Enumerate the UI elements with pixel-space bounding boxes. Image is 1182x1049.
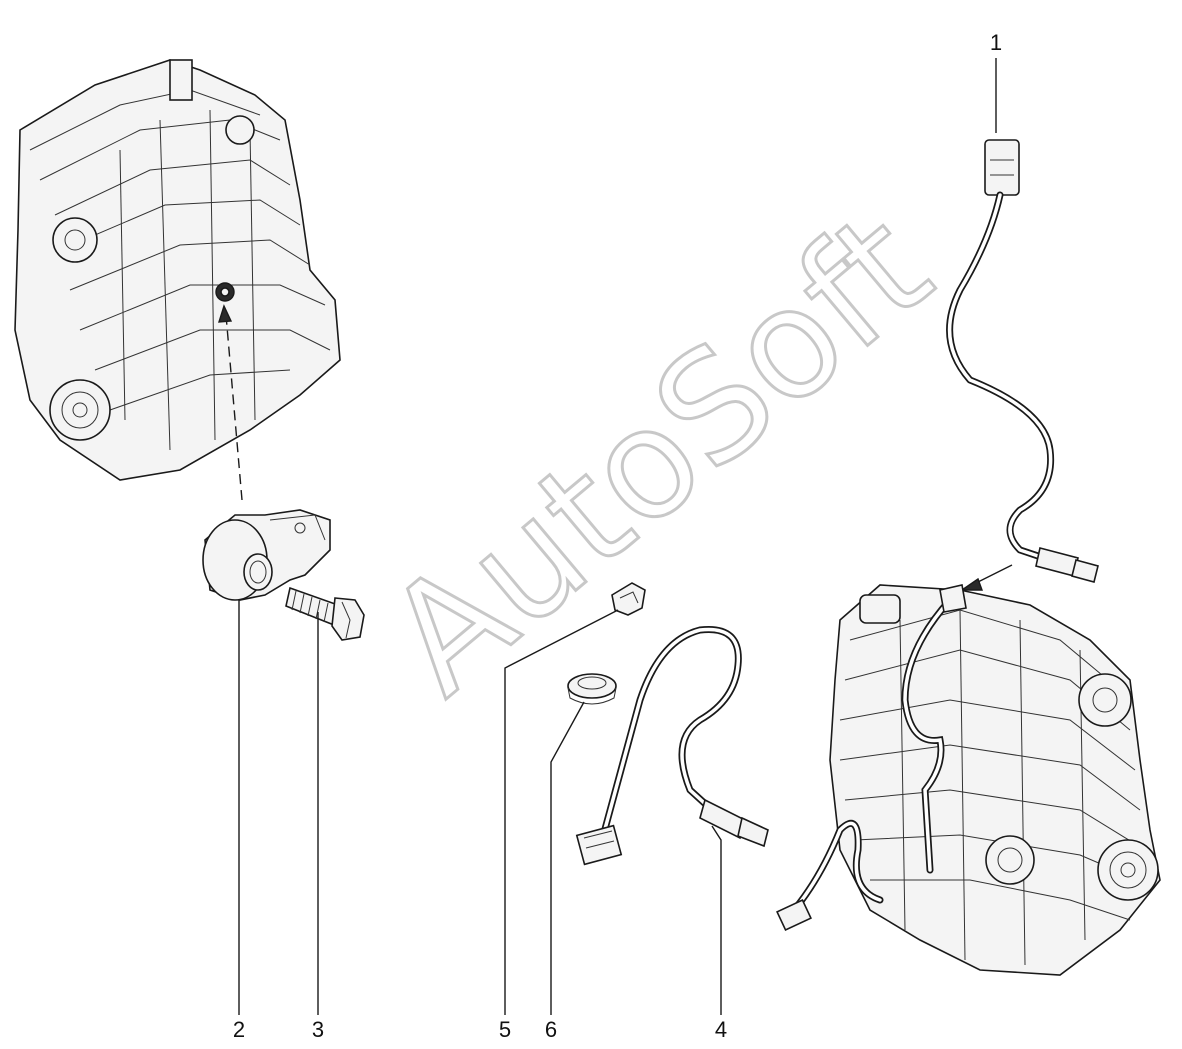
arrowhead-right <box>959 577 983 591</box>
callout-label-6: 6 <box>545 1017 557 1042</box>
engine-assembly-right <box>776 584 1161 976</box>
grommet <box>567 673 617 705</box>
mounting-bolt <box>285 586 365 641</box>
arrowhead-left <box>218 304 233 323</box>
callout-label-5: 5 <box>499 1017 511 1042</box>
callout-label-4: 4 <box>715 1017 727 1042</box>
callout-label-3: 3 <box>312 1017 324 1042</box>
knock-sensor <box>202 509 331 601</box>
oxygen-sensor-lower <box>575 625 769 866</box>
callout-label-2: 2 <box>233 1017 245 1042</box>
sensor-clip <box>611 582 646 616</box>
leader-line-5 <box>504 609 619 1015</box>
callout-label-1: 1 <box>990 30 1002 55</box>
engine-assembly-left <box>14 59 341 481</box>
oxygen-sensor-upper <box>946 139 1099 583</box>
leader-line-4 <box>711 825 722 1015</box>
leader-line-6 <box>550 701 585 1015</box>
